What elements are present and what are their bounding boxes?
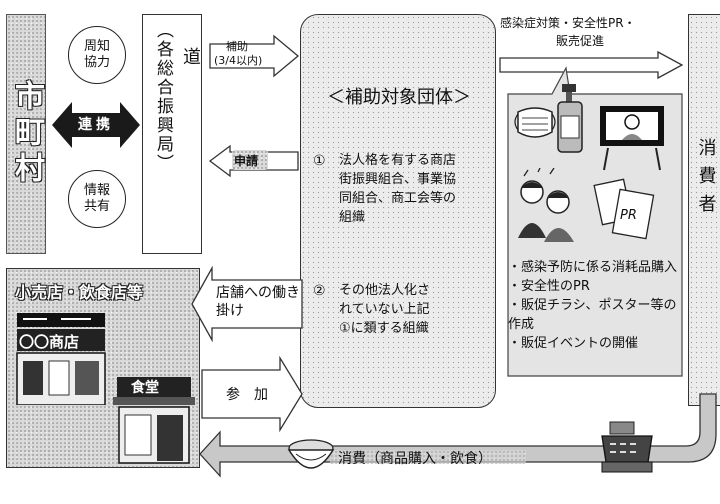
shop-storefront-icon (16, 313, 106, 405)
promotion-arrow (499, 50, 684, 80)
consumer-box: 消費者 (688, 14, 720, 406)
presenter-screen-icon (600, 106, 664, 171)
groups-title: ＜補助対象団体＞ (327, 87, 471, 108)
apply-label-bg (232, 150, 268, 170)
food-bowl-icon (287, 439, 335, 469)
link-double-arrow (52, 102, 140, 148)
shops-title: 小売店・飲食店等 (15, 283, 144, 302)
shops-box: 小売店・飲食店等 〇〇商店 食堂 (6, 268, 200, 468)
restaurant-storefront-icon (113, 377, 195, 464)
mask-icon (514, 107, 556, 138)
top-arrow-line2: 販売促進 (556, 34, 605, 48)
activities-list: ・感染予防に係る消耗品購入 ・安全性のPR ・販促チラシ、ポスター等の作成 ・販… (508, 258, 688, 353)
sanitizer-bottle-icon (557, 84, 583, 153)
subsidy-label: 補助 (226, 40, 248, 53)
prefecture-box: 道 （各総合振興局） (142, 14, 202, 254)
activity-item-4: ・販促イベントの開催 (508, 336, 639, 351)
subsidy-sublabel: (3/4以内) (214, 54, 263, 67)
activity-item-3: ・販促チラシ、ポスター等の作成 (508, 298, 677, 332)
group-item2-num: ② (313, 283, 326, 299)
group-item1-text: 法人格を有する商店街振興組合、事業協同組合、商工会等の組織 (339, 153, 457, 225)
cash-register-icon (601, 421, 653, 473)
group-item2-text: その他法人化されていない上記①に類する組織 (339, 283, 431, 336)
join-label: 参加 (226, 387, 282, 403)
pr-card-label: PR (620, 208, 637, 223)
activity-item-1: ・感染予防に係る消耗品購入 (508, 260, 678, 275)
restaurant-sign: 食堂 (131, 380, 159, 396)
municipality-label: 市町村 (9, 80, 44, 188)
consumer-label: 消費者 (695, 138, 717, 222)
info-share-label: 情報共有 (83, 183, 110, 214)
cooperation-circle: 周知協力 (68, 26, 126, 84)
shop-sign: 〇〇商店 (19, 333, 80, 351)
people-icon (518, 168, 574, 242)
cooperation-label: 周知協力 (83, 39, 110, 70)
info-share-circle: 情報共有 (68, 170, 126, 228)
apply-label: 申請 (234, 154, 259, 168)
prefecture-label: 道 (180, 47, 201, 65)
group-item1-num: ① (313, 153, 326, 169)
link-label: 連携 (78, 117, 114, 133)
outreach-label: 店舗への働き掛け (216, 285, 300, 319)
activity-item-2: ・安全性のPR (508, 279, 590, 294)
flyer-icon (593, 178, 655, 240)
top-arrow-line1: 感染症対策・安全性PR・ (500, 16, 636, 30)
target-groups-box: ＜補助対象団体＞ ① 法人格を有する商店街振興組合、事業協同組合、商工会等の組織… (300, 14, 496, 408)
join-arrow (201, 356, 303, 432)
consumption-label: 消費（商品購入・飲食） (338, 451, 492, 467)
outreach-arrow (191, 266, 303, 342)
subsidy-arrow (209, 34, 300, 78)
consumption-label-bg (330, 450, 526, 464)
municipality-box: 市町村 (6, 14, 46, 254)
prefecture-sublabel: （各総合振興局） (153, 21, 173, 173)
